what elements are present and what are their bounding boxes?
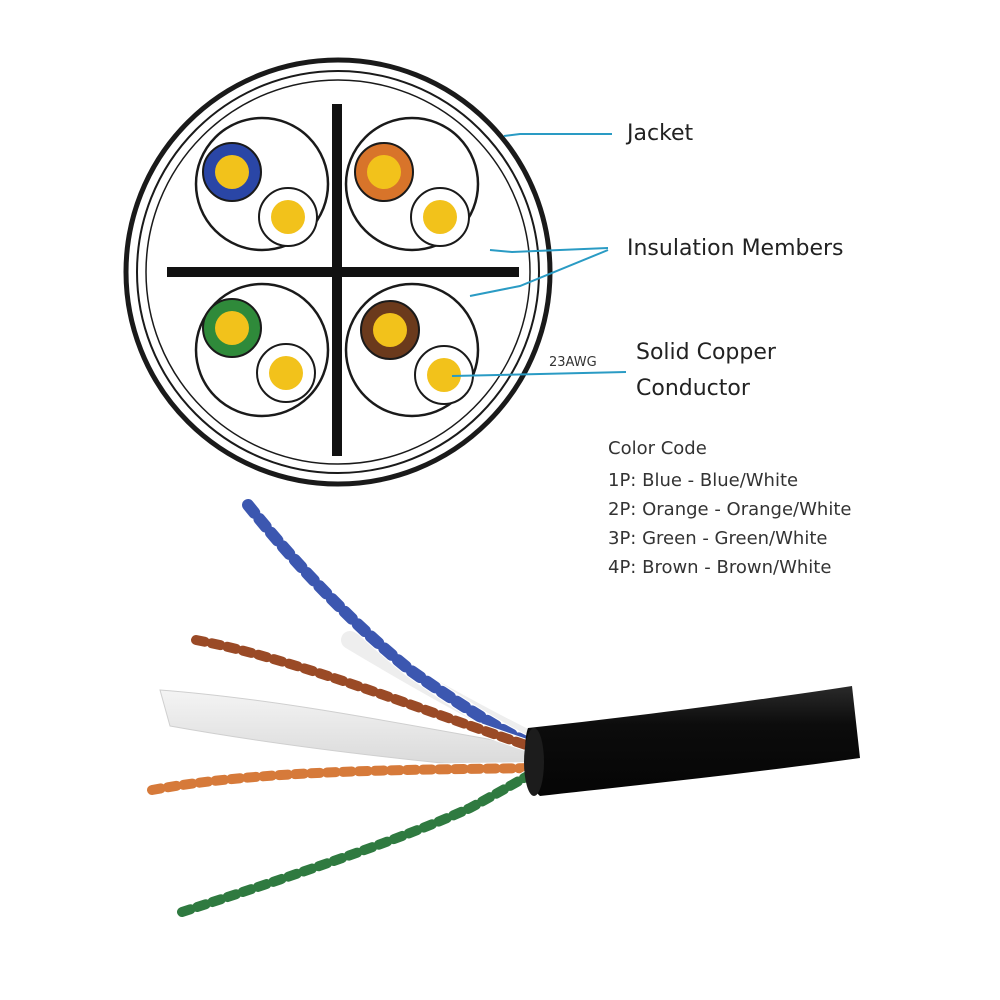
black-jacket — [525, 686, 860, 796]
color-code-title: Color Code — [608, 438, 707, 459]
color-code-item-1p: 1P: Blue - Blue/White — [608, 470, 799, 491]
color-code-item-4p: 4P: Brown - Brown/White — [608, 557, 832, 578]
color-code-item-3p: 3P: Green - Green/White — [608, 528, 828, 549]
pair2-white-conductor — [423, 200, 457, 234]
color-code-list: 1P: Blue - Blue/White 2P: Orange - Orang… — [608, 466, 851, 582]
jacket-inner-ring — [136, 70, 540, 474]
pair3-conductor — [215, 311, 249, 345]
cross-section — [123, 57, 553, 487]
cross-separator-horizontal — [167, 267, 519, 277]
blue-pair-twist — [242, 499, 536, 750]
conductor-label: Conductor — [636, 376, 750, 401]
pair2-conductor — [367, 155, 401, 189]
jacket-label: Jacket — [627, 121, 694, 146]
pair4-white-conductor — [427, 358, 461, 392]
orange-pair-twist — [147, 763, 540, 795]
cross-separator-vertical — [332, 104, 342, 456]
brown-pair-twist — [191, 635, 540, 753]
insulation-members-label: Insulation Members — [627, 236, 844, 261]
pair3-white-conductor — [269, 356, 303, 390]
jacket-cut-end — [524, 728, 544, 796]
conductor-leader-line — [451, 371, 627, 377]
insulation-leader-line-1 — [489, 247, 609, 254]
cable-illustration — [146, 498, 860, 918]
jacket-inner-ring-2 — [145, 79, 531, 465]
leader-lines — [451, 133, 627, 377]
insulation-leader-line-2 — [469, 249, 609, 297]
gauge-label: 23AWG — [549, 355, 597, 370]
jacket-leader-line — [503, 133, 612, 137]
pair4-conductor — [373, 313, 407, 347]
pair1-white-conductor — [271, 200, 305, 234]
pair1-conductor — [215, 155, 249, 189]
solid-copper-label: Solid Copper — [636, 340, 776, 365]
green-pair-twist — [177, 767, 540, 917]
color-code-item-2p: 2P: Orange - Orange/White — [608, 499, 852, 520]
